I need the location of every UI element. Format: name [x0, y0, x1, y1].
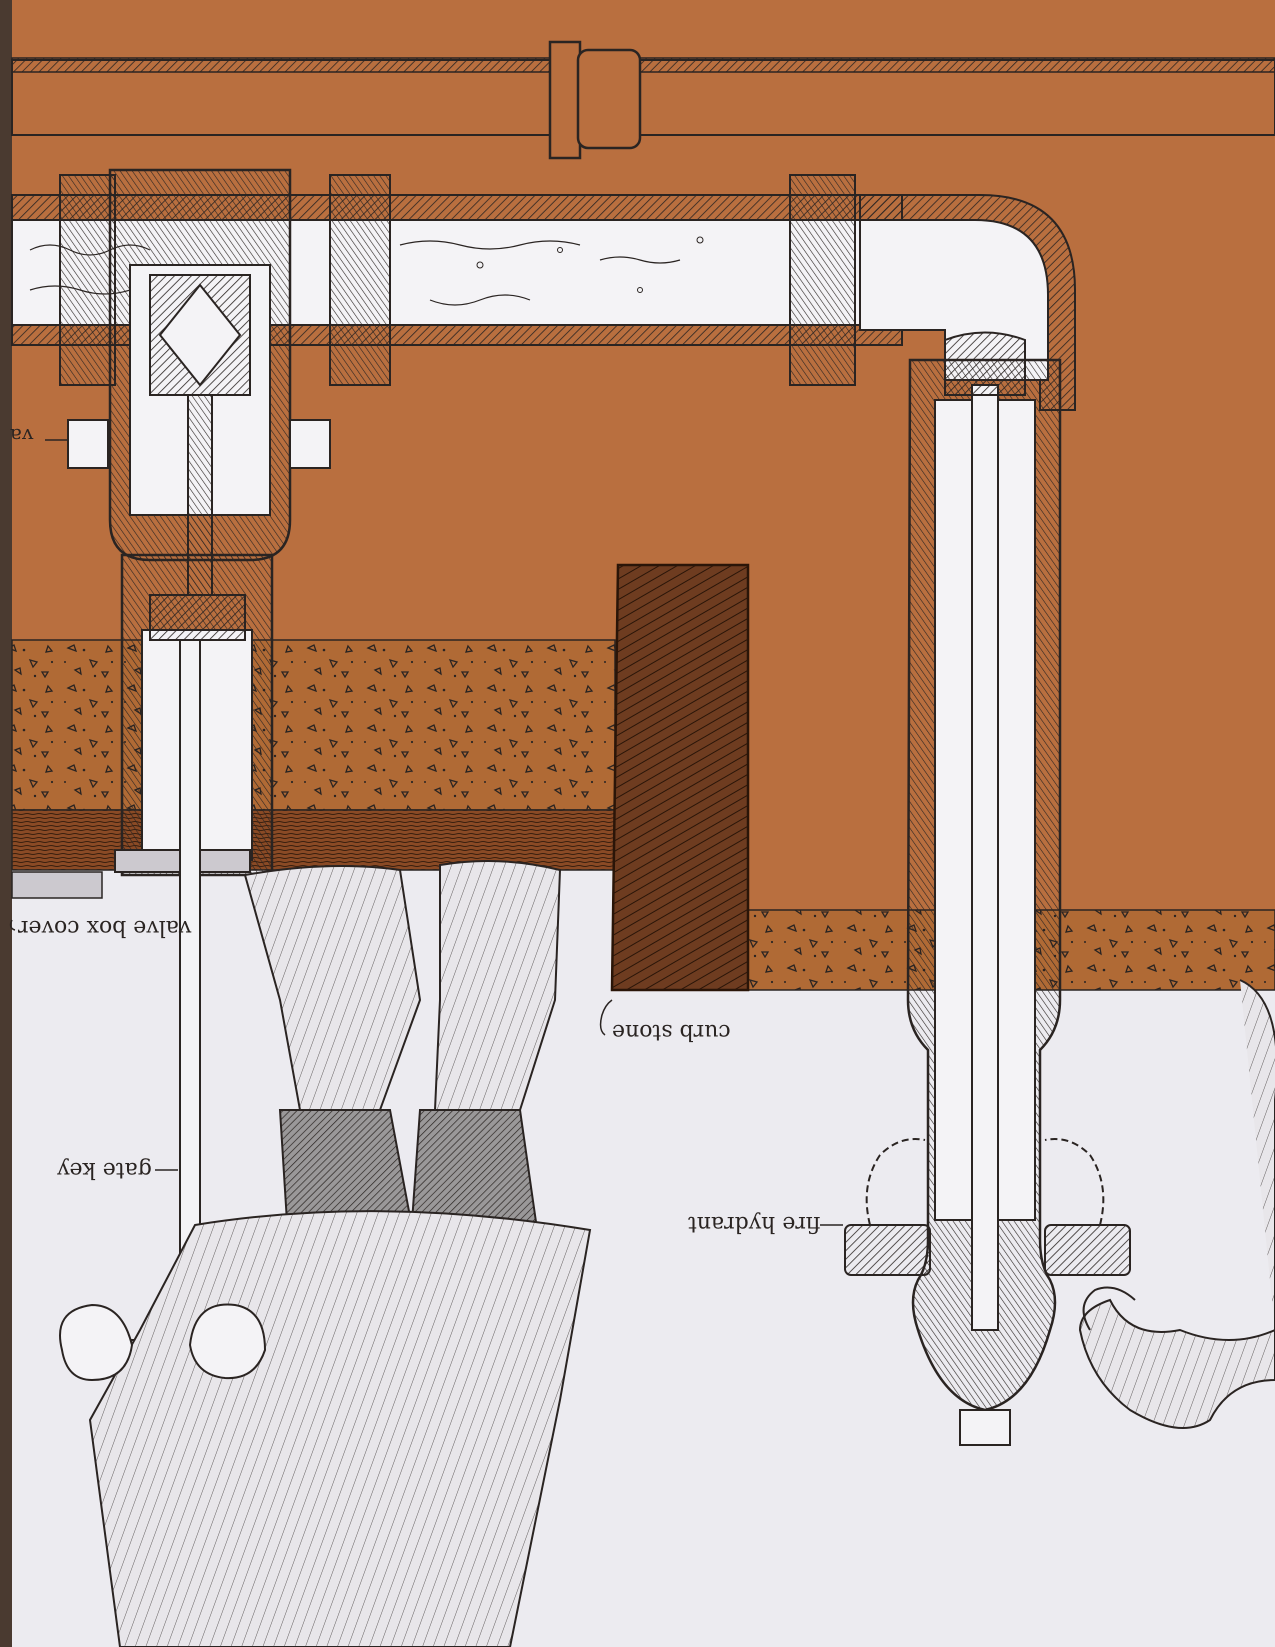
- curb-stone: [612, 565, 748, 990]
- label-valve-box-cover: valve box cover: [18, 916, 191, 938]
- label-valve-partial: va: [10, 426, 33, 446]
- page-gutter: [0, 0, 12, 1647]
- pavement-edge: [12, 872, 102, 898]
- subsoil-layer-left: [12, 810, 615, 870]
- label-gate-key: gate key: [57, 1158, 152, 1180]
- gravel-layer-left: [12, 640, 615, 810]
- label-curb-stone: curb stone: [612, 1020, 731, 1042]
- label-fire-hydrant: fire hydrant: [688, 1212, 821, 1234]
